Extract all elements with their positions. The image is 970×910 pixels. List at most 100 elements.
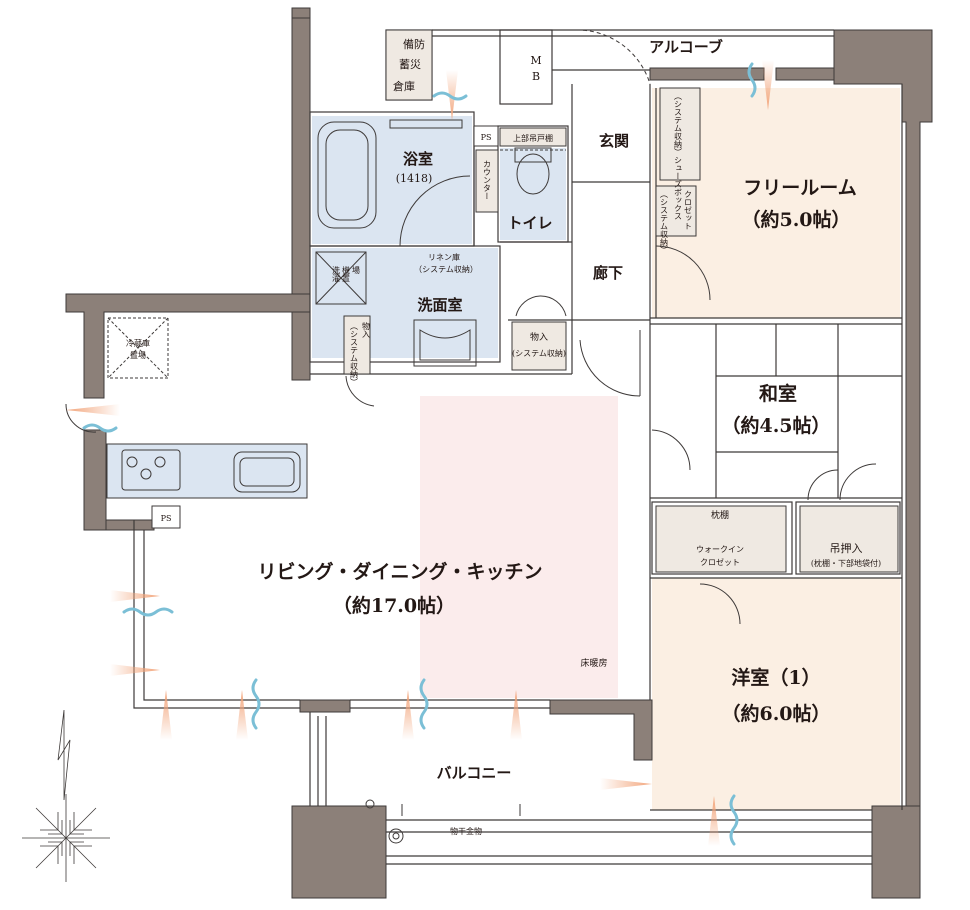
- wall-bottom-right-block: [871, 805, 921, 899]
- counter-label: カウンター: [483, 160, 492, 200]
- fixtures: [65, 29, 899, 844]
- tsuri-sub-label: (枕棚・下部地袋付): [811, 558, 881, 568]
- youshitsu-name: 洋室（1）: [731, 666, 820, 689]
- vent-arrow-right-2: [110, 664, 160, 676]
- vent-wave-1: [251, 678, 261, 730]
- counter-box: [475, 149, 499, 213]
- toilet-bowl: [516, 153, 550, 195]
- ps-box-lower: [151, 505, 181, 529]
- compass-north-arrow-icon: [57, 709, 71, 801]
- vent-arrow-left-1: [66, 404, 120, 416]
- vent-arrow-up-1: [160, 690, 172, 740]
- youshitsu-size: （約6.0帖）: [721, 702, 830, 725]
- vent-wave-6: [122, 607, 174, 617]
- vent-wave-5: [432, 91, 468, 101]
- floor-fills: [106, 88, 900, 810]
- floor-heating-area: [420, 396, 618, 698]
- stove: [121, 449, 181, 491]
- bousai-label-3: 倉庫: [393, 79, 415, 93]
- washer-space: [315, 251, 367, 305]
- wall-balcony-left: [299, 699, 351, 713]
- balcony-name: バルコニー: [437, 764, 512, 782]
- ldk-name: リビング・ダイニング・キッチン: [257, 560, 542, 583]
- toilet-name: トイレ: [507, 214, 552, 232]
- mono-left-label: 物入: [362, 321, 371, 338]
- vent-arrow-up-4: [510, 690, 522, 740]
- vent-wave-3: [729, 794, 739, 846]
- kitchen-sink: [233, 451, 301, 493]
- wic-label-1: ウォークイン: [696, 545, 744, 554]
- washroom-name: 洗面室: [417, 296, 462, 314]
- bousai-label-2: 蓄災: [399, 58, 421, 71]
- vent-wave-7: [82, 423, 118, 433]
- storage-labels: 備防 蓄災 倉庫 M B PS PS 上部吊戸棚 カウンター （システム収納）シ…: [126, 37, 881, 836]
- washitsu-size: （約4.5帖）: [721, 414, 830, 437]
- washitsu-name: 和室: [759, 382, 797, 405]
- fridge-label-2: 置場: [130, 350, 146, 360]
- upper-cabinet-box: [499, 127, 567, 147]
- closet-label: クロゼット: [684, 190, 693, 230]
- wall-left-block: [65, 293, 311, 399]
- wic-label-2: クロゼット: [700, 557, 740, 567]
- washer-label-2: 機置: [342, 265, 351, 282]
- shoes-box: [659, 87, 701, 181]
- mono-left-box: [343, 315, 371, 375]
- pillow-shelf-label: 枕棚: [711, 509, 729, 521]
- vent-arrow-up-5: [708, 796, 720, 846]
- washroom-floor: [312, 248, 498, 358]
- washer-label-3: 場: [352, 265, 361, 275]
- fridge-space: [107, 317, 169, 379]
- linen-sub-label: （システム収納）: [414, 264, 478, 274]
- wall-alcove-beam2: [775, 67, 835, 81]
- mb-label-2: B: [532, 70, 540, 83]
- wall-left-stub: [105, 519, 155, 531]
- room-outlines: [133, 29, 903, 865]
- vent-wave-4: [747, 62, 757, 98]
- closet-box: [655, 185, 697, 237]
- ldk-size: （約17.0帖）: [333, 594, 455, 617]
- airflow-arrows: [66, 60, 774, 846]
- wall-top-left-column: [291, 7, 311, 381]
- wic-box: [655, 505, 787, 573]
- hallway-name: 廊下: [593, 264, 623, 282]
- vent-wave-2: [419, 678, 429, 730]
- bath-name: 浴室: [403, 150, 433, 168]
- room-labels: リビング・ダイニング・キッチン （約17.0帖） フリールーム （約5.0帖） …: [257, 38, 856, 782]
- mono-right-sub: (システム収納): [512, 348, 566, 358]
- closet-sub-label: （システム収納）: [660, 190, 669, 254]
- ps-box-upper: [473, 125, 499, 147]
- mb-label-1: M: [530, 54, 541, 67]
- mono-left-sub: （システム収納）: [350, 322, 359, 386]
- alcove-name: アルコーブ: [649, 38, 723, 56]
- fridge-label-1: 冷蔵庫: [126, 338, 150, 348]
- bath-size: (1418): [396, 172, 433, 185]
- wall-balcony-right: [549, 699, 653, 761]
- mono-right-box: [511, 321, 567, 371]
- ps-lower-label: PS: [161, 514, 172, 523]
- free-room-name: フリールーム: [743, 177, 856, 199]
- wall-alcove-beam: [649, 67, 765, 81]
- ps-upper-label: PS: [481, 133, 492, 142]
- vent-arrow-up-2: [236, 690, 248, 740]
- entrance-name: 玄関: [599, 132, 629, 150]
- mono-right-label: 物入: [530, 331, 548, 343]
- bath-floor: [312, 116, 472, 244]
- bousai-label-1: 備防: [403, 37, 425, 51]
- linen-label: リネン庫: [428, 252, 460, 262]
- vent-arrow-right-1: [110, 590, 160, 602]
- wall-bottom-left-block: [291, 805, 387, 899]
- youshitsu-floor: [652, 578, 900, 810]
- tsuri-label: 吊押入: [830, 541, 863, 555]
- north-compass: [22, 709, 110, 882]
- laundry-hardware-label: 物干金物: [450, 826, 482, 836]
- vent-arrow-right-3: [600, 778, 652, 790]
- bousai-box: [385, 29, 433, 101]
- wall-left-lower: [83, 429, 107, 531]
- wall-top-left-cap: [291, 7, 311, 19]
- kitchen-counter: [106, 443, 308, 499]
- washer-label-1: 洗濯: [332, 265, 341, 283]
- free-room-size: （約5.0帖）: [741, 208, 850, 231]
- wash-basin: [413, 319, 477, 367]
- vent-arrow-down-2: [446, 70, 458, 120]
